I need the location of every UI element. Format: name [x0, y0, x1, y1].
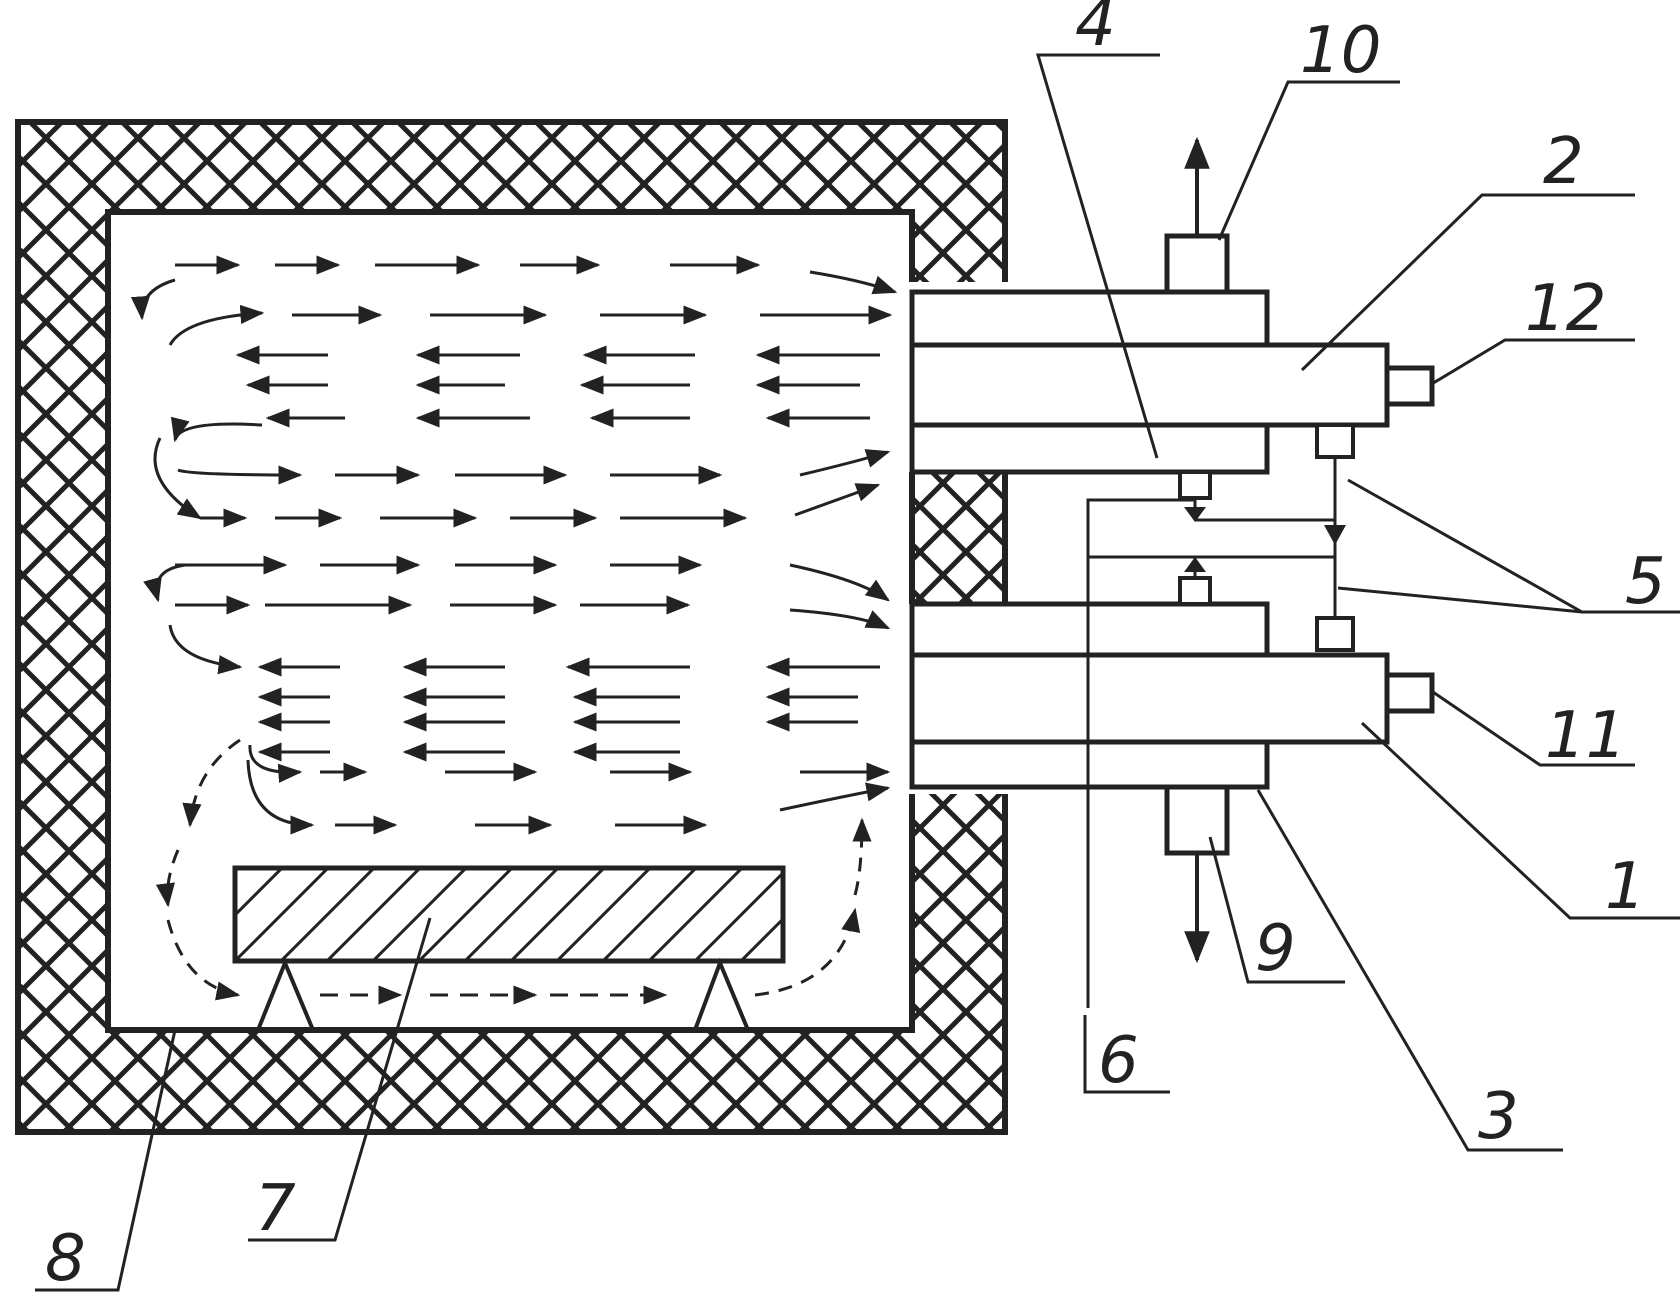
label-11: 11 — [1545, 699, 1626, 773]
outlet-10 — [1164, 233, 1230, 295]
workpiece-7 — [232, 865, 786, 964]
label-10: 10 — [1300, 14, 1381, 88]
label-7: 7 — [255, 1172, 296, 1246]
label-3: 3 — [1478, 1080, 1519, 1154]
inner-pipe-lower — [909, 652, 1390, 745]
label-4: 4 — [1075, 0, 1116, 61]
insulation-wall — [15, 119, 1008, 1135]
label-9: 9 — [1255, 912, 1296, 986]
label-8: 8 — [45, 1222, 86, 1296]
label-2: 2 — [1543, 125, 1584, 199]
air-line-6 — [1086, 498, 1195, 1008]
gas-flow-arrows — [130, 255, 898, 1005]
support-left — [256, 957, 315, 1031]
fitting-12 — [1384, 365, 1435, 407]
support-right — [693, 957, 750, 1031]
leader-lines — [35, 53, 1680, 1292]
working-chamber — [105, 209, 915, 1033]
label-1: 1 — [1605, 850, 1646, 924]
label-12: 12 — [1525, 272, 1606, 346]
label-5: 5 — [1625, 545, 1666, 619]
outlet-9 — [1164, 784, 1230, 856]
fitting-11 — [1384, 672, 1435, 714]
inner-pipe-upper — [909, 342, 1390, 428]
label-6: 6 — [1098, 1024, 1139, 1098]
